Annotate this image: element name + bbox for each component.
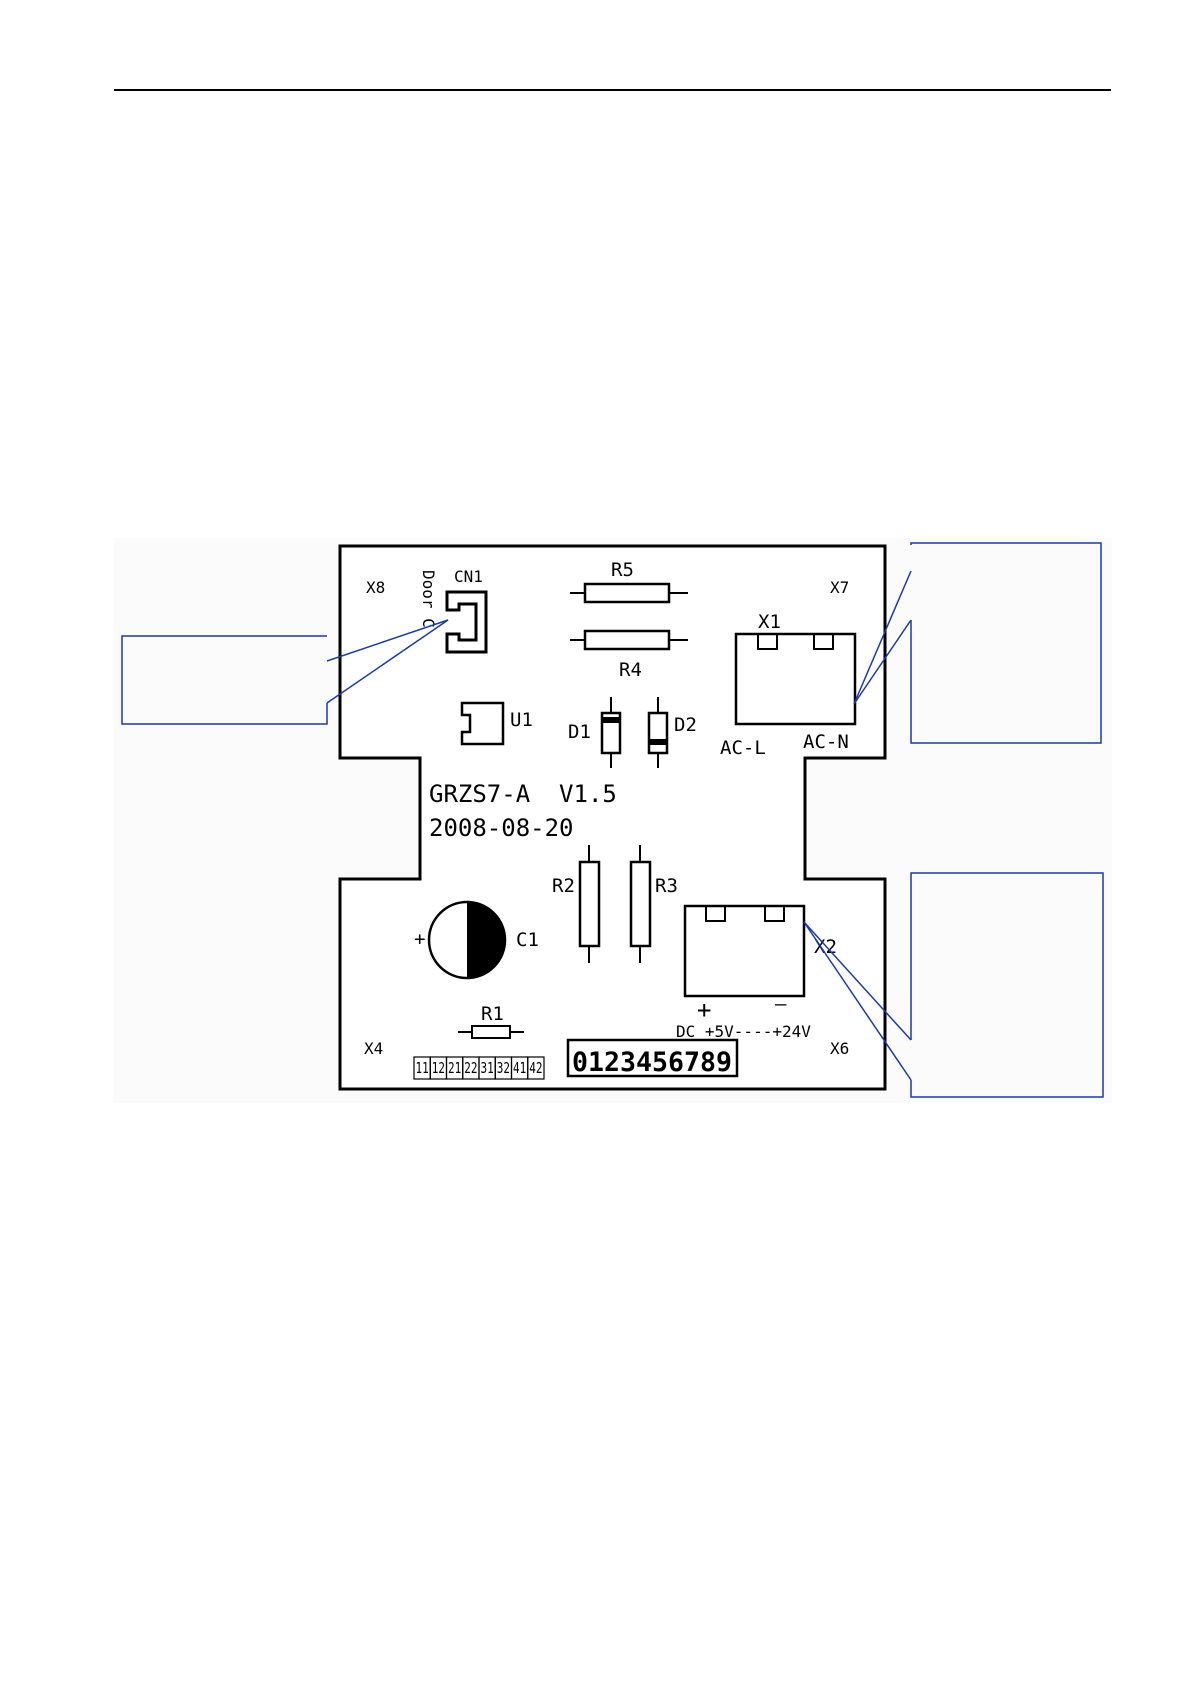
digits-frame: [566, 1038, 739, 1078]
label-x1: X1: [758, 611, 781, 633]
label-c1-plus: +: [414, 928, 425, 950]
label-u1: U1: [510, 709, 533, 731]
label-x4: X4: [364, 1039, 383, 1058]
x2-pin-1: [705, 905, 726, 922]
callout-door-leader-2: [326, 619, 449, 704]
pin-cell-label: 41: [513, 1059, 526, 1077]
label-c1: C1: [516, 929, 539, 951]
pin-cell-label: 42: [529, 1059, 542, 1077]
label-d1: D1: [568, 721, 591, 743]
label-ac-l: AC-L: [720, 737, 766, 759]
callout-dc-leader-1: [803, 921, 912, 1041]
pin-cell-box: [527, 1056, 545, 1080]
label-dc-minus: —: [775, 993, 787, 1015]
label-dc-range: DC +5V----+24V: [676, 1022, 811, 1041]
pin-cell-label: 32: [497, 1059, 510, 1077]
label-cn1: CN1: [454, 567, 483, 586]
label-r4: R4: [619, 659, 642, 681]
d2-band: [649, 739, 667, 745]
x1-pin-2: [813, 633, 834, 650]
label-x8: X8: [366, 578, 385, 597]
callout-dc-box: [910, 872, 1104, 1098]
pin-cell-label: 11: [416, 1059, 429, 1077]
label-x6: X6: [830, 1039, 849, 1058]
u1-chip: [460, 701, 505, 746]
callout-ac-box: [910, 542, 1102, 744]
callout-door-box: [121, 635, 328, 725]
pin-cell-label: 12: [432, 1059, 445, 1077]
label-r2: R2: [552, 875, 575, 897]
header-rule: [114, 89, 1111, 91]
label-x7: X7: [830, 578, 849, 597]
label-r1: R1: [481, 1003, 504, 1025]
board-date: 2008-08-20: [429, 814, 574, 842]
label-ac-n: AC-N: [803, 731, 849, 753]
label-door: Door C: [419, 570, 438, 628]
pin-cell-label: 21: [448, 1059, 461, 1077]
x1-connector: [734, 632, 857, 726]
label-r5: R5: [611, 559, 634, 581]
d1-band: [602, 717, 620, 723]
label-dc-plus: +: [697, 996, 711, 1024]
callout-ac-power: [853, 542, 1102, 744]
cn1-connector: [445, 590, 488, 654]
c1-polarity-fill: [467, 902, 505, 978]
callout-door-leader-1: [326, 619, 449, 662]
callout-ac-leader-2: [853, 619, 912, 705]
label-d2: D2: [674, 714, 697, 736]
pin-cell-label: 31: [481, 1059, 494, 1077]
x1-pin-1: [757, 633, 778, 650]
board-model: GRZS7-A V1.5: [429, 780, 617, 808]
callout-dc-output: [803, 872, 1104, 1098]
label-r3: R3: [655, 875, 678, 897]
x2-connector: [683, 904, 806, 998]
x2-pin-2: [764, 905, 785, 922]
callout-ac-leader-1: [853, 570, 912, 705]
callout-door: [121, 619, 449, 725]
digits-strip: 0123456789: [572, 1047, 732, 1078]
callout-dc-leader-2: [803, 921, 912, 1081]
pin-cell-label: 22: [464, 1059, 477, 1077]
